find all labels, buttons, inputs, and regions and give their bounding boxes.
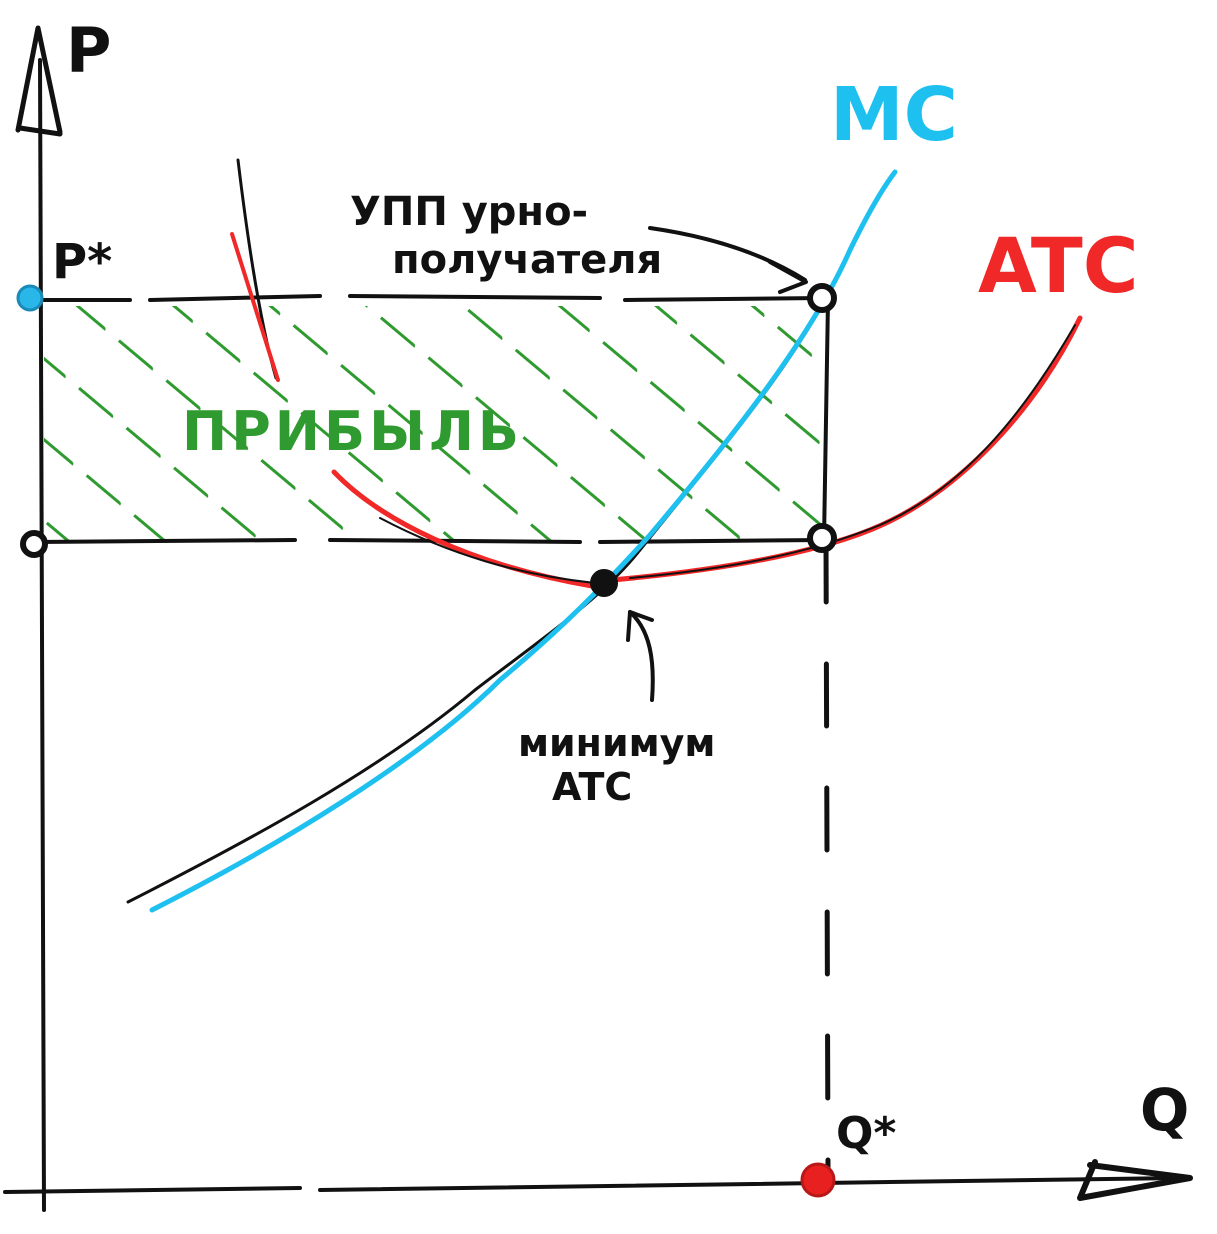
- min-atc-label-line2: ATC: [552, 765, 632, 809]
- atc-at-q-dot: [807, 523, 837, 553]
- price-label: P*: [52, 234, 112, 290]
- min-atc-label-line1: минимум: [518, 721, 715, 765]
- mc-curve: [126, 169, 898, 913]
- profit-max-arrow: [648, 226, 808, 294]
- equilibrium-dot: [807, 283, 837, 313]
- price-line: [42, 294, 826, 302]
- mc-label: MC: [830, 72, 958, 158]
- atc-curve: [230, 158, 1083, 589]
- min-atc-dot: [590, 569, 618, 597]
- atc-level-line: [34, 538, 826, 544]
- profit-region: [44, 306, 824, 542]
- atc-label: ATC: [978, 221, 1139, 310]
- x-axis-label: Q: [1140, 1076, 1189, 1144]
- quantity-dot: [800, 1162, 836, 1198]
- atc-level-dot: [20, 530, 48, 558]
- quantity-dashed-line: [823, 537, 831, 1173]
- y-axis-label: P: [66, 14, 111, 87]
- profit-max-label-line2: получателя: [392, 237, 662, 283]
- y-axis: [15, 25, 63, 1212]
- price-dot: [16, 284, 44, 312]
- profit-rect-side: [822, 298, 830, 542]
- min-atc-arrow: [626, 610, 655, 702]
- quantity-label: Q*: [836, 1108, 896, 1159]
- profit-label: ПРИБЫЛЬ: [182, 400, 523, 463]
- profit-max-label-line1: УПП урно-: [350, 189, 588, 235]
- x-axis: [3, 1159, 1193, 1201]
